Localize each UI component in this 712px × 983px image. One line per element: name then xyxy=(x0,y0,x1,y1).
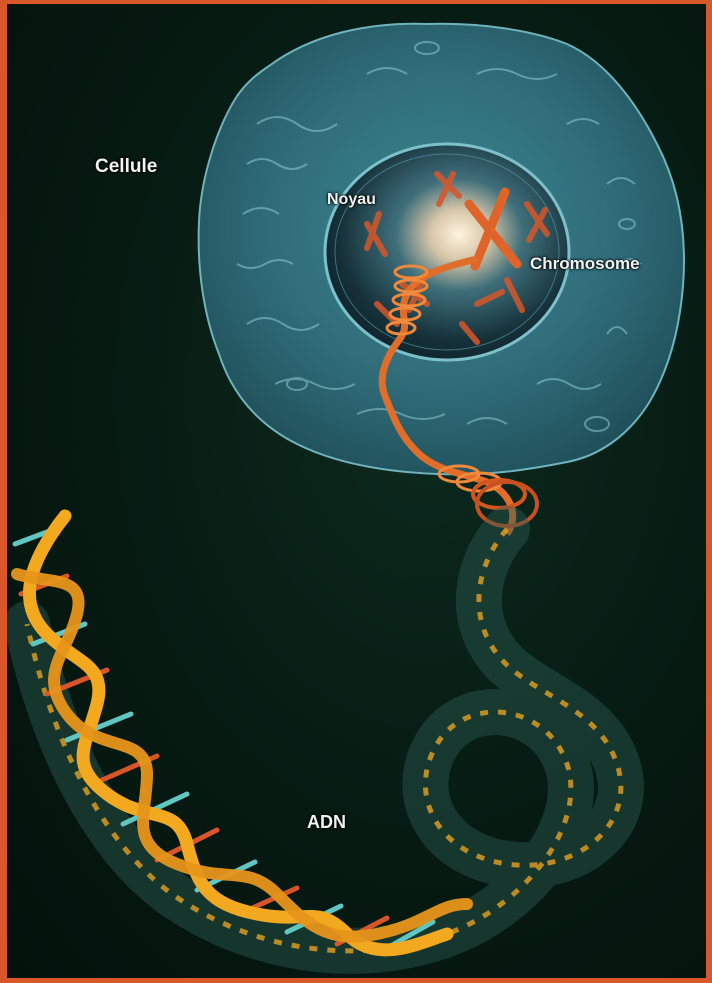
chromosome-label: Chromosome xyxy=(530,254,640,274)
nucleus xyxy=(325,144,569,360)
cell-to-dna-illustration xyxy=(7,4,706,978)
dna-label: ADN xyxy=(307,812,346,833)
diagram-canvas: Cellule Noyau Chromosome ADN xyxy=(7,4,706,978)
cell-label: Cellule xyxy=(95,156,157,178)
nucleus-label: Noyau xyxy=(327,191,376,209)
dna-double-helix xyxy=(15,516,467,950)
